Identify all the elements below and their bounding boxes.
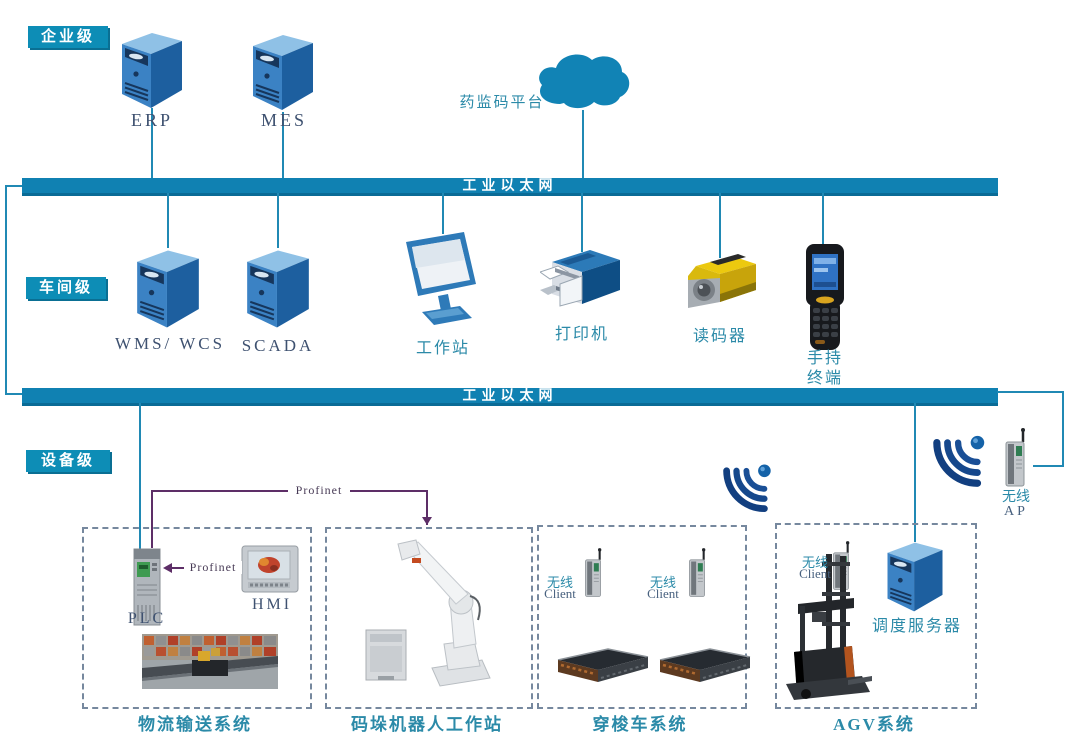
reader-label: 读码器 (692, 328, 747, 345)
hmi-label: HMI (251, 596, 293, 613)
workstation-label: 工作站 (415, 340, 470, 357)
dispatch-server-icon (882, 538, 948, 617)
wireless-client-icon-1 (578, 545, 608, 603)
industrial-ethernet-bus-1: 工业以太网 (22, 177, 998, 196)
printer-icon (540, 242, 628, 324)
scada-server-icon (241, 245, 315, 334)
ap-label: AP (1004, 504, 1028, 519)
bus-label: 工业以太网 (462, 177, 558, 193)
workstation-monitor-icon (402, 230, 486, 330)
profinet-label-1: Profinet (288, 484, 350, 497)
bus-label: 工业以太网 (462, 387, 558, 403)
conveyor-system-box (82, 527, 312, 709)
shuttle-client2-wireless-label: 无线 (649, 575, 676, 590)
erp-server-icon (116, 28, 188, 114)
scada-label: SCADA (241, 336, 315, 355)
conveyor-system-label: 物流输送系统 (138, 715, 252, 734)
agv-client-client-label: Client (799, 566, 831, 581)
wms-label: WMS/ WCS (114, 334, 226, 353)
industrial-ethernet-bus-2: 工业以太网 (22, 387, 998, 406)
mes-server-icon (247, 30, 319, 116)
plc-icon (131, 545, 163, 629)
handheld-terminal-icon (798, 242, 850, 352)
wireless-client-icon-2 (682, 545, 712, 603)
hmi-panel-icon (241, 545, 299, 597)
robot-system-box (325, 527, 533, 709)
level-badge-enterprise: 企业级 (28, 26, 108, 48)
ap-wireless-label: 无线 (1002, 490, 1030, 505)
level-badge-workshop: 车间级 (26, 277, 106, 299)
handheld-label-line1: 手持 (806, 350, 843, 367)
plc-label: PLC (127, 610, 167, 627)
shuttle-car-icon-1 (552, 644, 656, 690)
palletizing-robot-icon (358, 538, 508, 693)
shuttle-system-box (537, 525, 747, 709)
shuttle-client2-client-label: Client (647, 586, 679, 601)
printer-label: 打印机 (554, 326, 609, 343)
shuttle-client1-wireless-label: 无线 (546, 575, 573, 590)
erp-label: ERP (130, 110, 173, 130)
shuttle-system-label: 穿梭车系统 (592, 715, 688, 734)
robot-system-label: 码垛机器人工作站 (351, 715, 503, 734)
mes-label: MES (260, 110, 307, 130)
agv-system-box (775, 523, 977, 709)
wifi-signal-icon-left (723, 458, 777, 516)
shuttle-car-icon-2 (654, 644, 758, 690)
handheld-label-line2: 终端 (806, 370, 843, 387)
cloud-icon (530, 48, 634, 112)
dispatch-server-label: 调度服务器 (871, 618, 962, 635)
conveyor-photo (142, 634, 278, 689)
agv-system-label: AGV系统 (833, 715, 915, 734)
agv-client-wireless-label: 无线 (801, 555, 828, 570)
profinet-label-2: Profinet (184, 561, 242, 574)
wms-server-icon (131, 245, 205, 334)
level-badge-device: 设备级 (26, 450, 110, 472)
wireless-ap-icon (997, 428, 1033, 490)
code-reader-icon (680, 250, 764, 324)
wifi-signal-icon-right (933, 430, 991, 490)
shuttle-client1-client-label: Client (544, 586, 576, 601)
cloud-label: 药监码平台 (459, 95, 545, 111)
agv-forklift-icon (782, 552, 876, 702)
